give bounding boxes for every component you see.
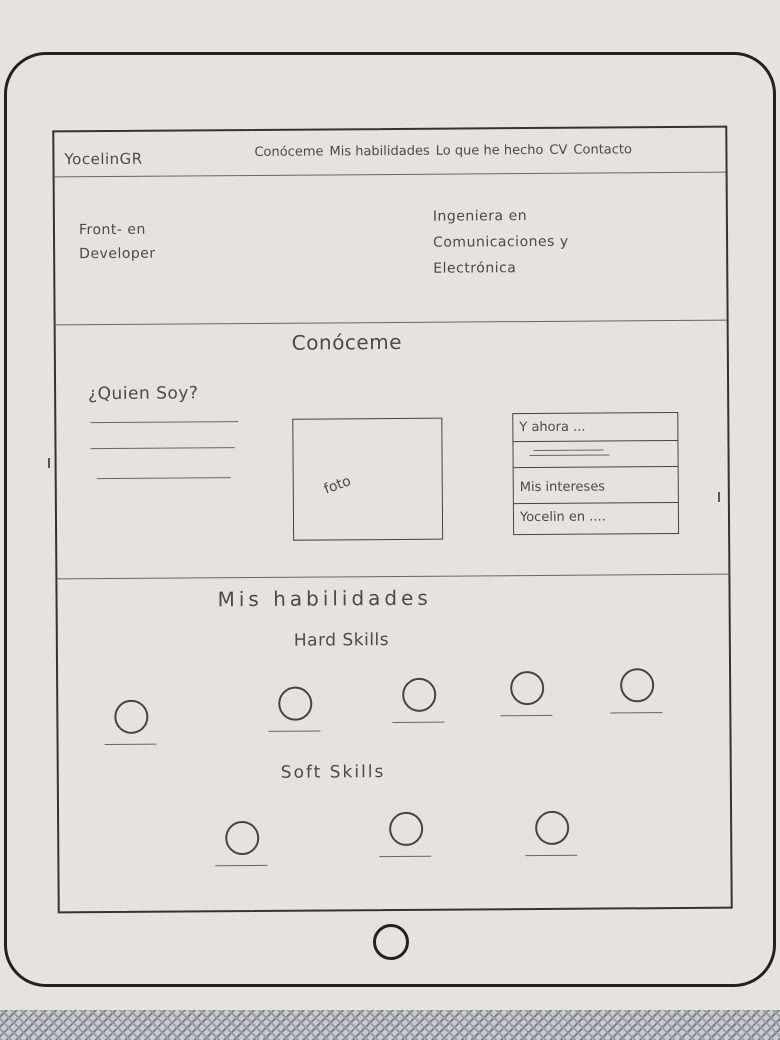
skill-label-placeholder [392,721,445,724]
skill-icon [225,820,260,856]
skill-label-placeholder [610,712,663,714]
nav-item-habilidades[interactable]: Mis habilidades [329,143,430,160]
pen-mark [718,492,720,502]
brand-logo[interactable]: YocelinGR [64,149,143,169]
skill-label-placeholder [500,714,553,717]
skill-icon [278,686,313,721]
pen-mark [48,458,50,468]
photo-placeholder: foto [292,417,444,541]
about-menu: Y ahora ... Mis intereses Yocelin en ...… [512,412,680,536]
skill-label-placeholder [379,855,432,858]
about-divider [57,573,729,580]
skill-icon [389,811,424,847]
scribble-line [529,454,610,457]
skill-icon [620,668,655,703]
tablet-screen: YocelinGR Conóceme Mis habilidades Lo qu… [52,125,733,914]
paper-background [0,0,780,1010]
lace-tablecloth [0,1010,780,1040]
text-placeholder-line [90,421,239,424]
skill-label-placeholder [268,730,321,732]
hero-role: Front- en Developer [78,221,156,263]
home-button[interactable] [373,924,409,960]
nav-item-lo-que-he-hecho[interactable]: Lo que he hecho [435,142,544,159]
skill-label-placeholder [104,743,157,746]
text-placeholder-line [96,477,231,480]
skill-icon [510,670,545,706]
nav-item-cv[interactable]: CV [549,142,568,158]
menu-item-y-ahora[interactable]: Y ahora ... [513,413,678,443]
skill-label-placeholder [215,864,268,867]
scribble-line [533,449,604,452]
who-am-i-heading: ¿Quien Soy? [88,383,199,405]
skill-label-placeholder [525,854,578,857]
hero-degree: Ingeniera en Comunicaciones y Electrónic… [432,208,569,277]
text-placeholder-line [90,447,235,450]
skill-icon [402,677,437,712]
skills-section-title: Mis habilidades [217,585,432,612]
hard-skills-heading: Hard Skills [293,630,390,651]
tablet-frame [4,52,776,987]
skill-icon [535,810,570,846]
about-section-title: Conóceme [291,329,403,355]
hero-divider [55,319,727,326]
main-nav: Conóceme Mis habilidades Lo que he hecho… [254,142,632,160]
photo-label: foto [321,473,354,498]
menu-item-yocelin-en[interactable]: Yocelin en .... [519,509,606,526]
menu-item-mis-intereses[interactable]: Mis intereses [513,467,678,505]
header-divider [54,171,726,178]
soft-skills-heading: Soft Skills [280,762,386,783]
menu-item-blank [513,441,678,469]
skill-icon [114,699,149,734]
nav-item-contacto[interactable]: Contacto [573,142,632,158]
nav-item-conoceme[interactable]: Conóceme [254,144,324,160]
